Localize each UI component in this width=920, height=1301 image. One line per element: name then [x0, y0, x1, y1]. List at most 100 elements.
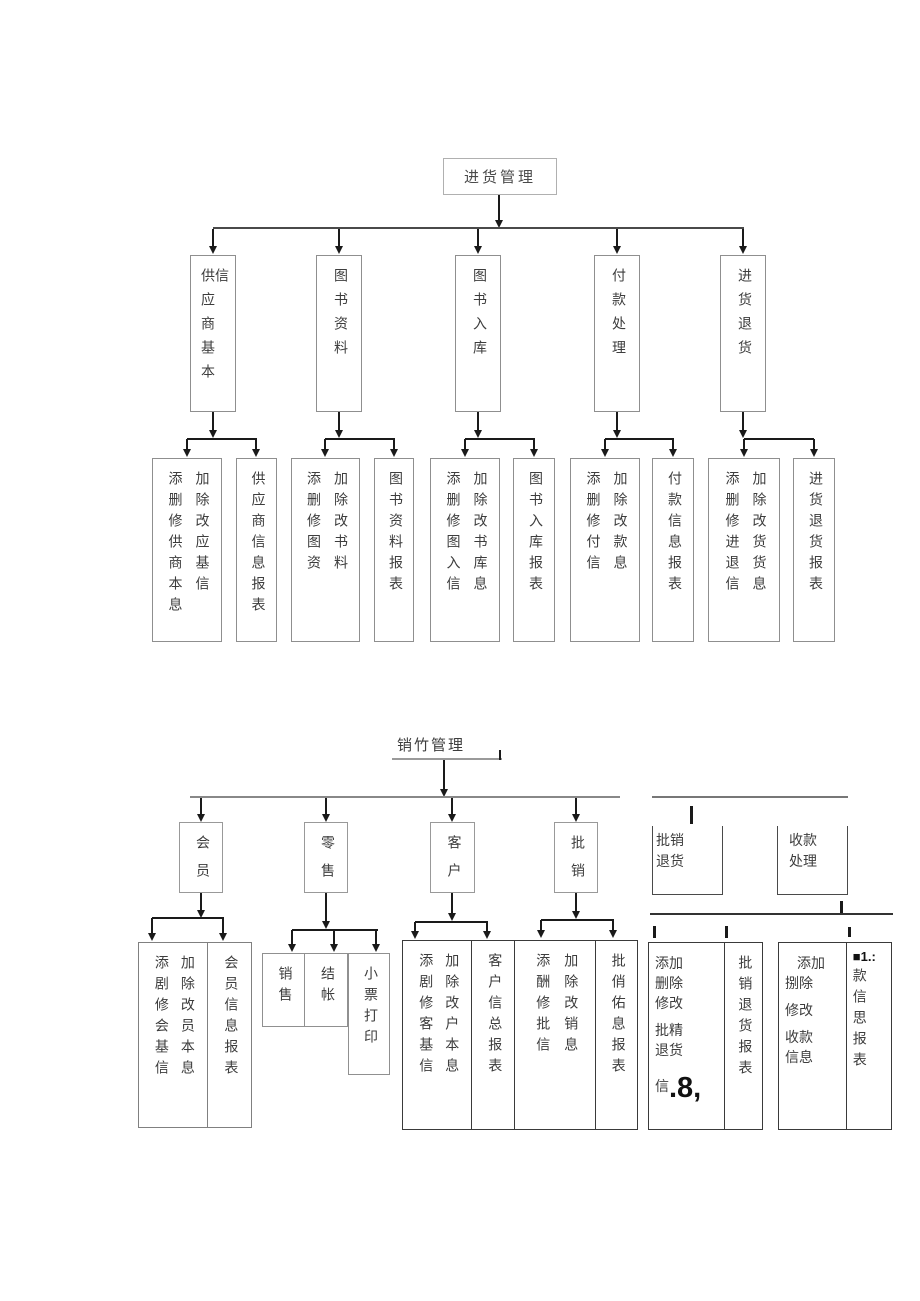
bracket-line	[292, 929, 378, 931]
node-supplier-info-report: 供应商信息报表	[236, 458, 277, 642]
bracket-line	[415, 921, 488, 923]
node-purchase-return: 进货退货	[720, 255, 766, 412]
arrow-down	[389, 439, 398, 457]
arrow-down	[208, 412, 217, 438]
node-add-del-mod-book-data: 添删修图资加除改书料	[291, 458, 360, 642]
bracket-line	[744, 438, 814, 440]
node-checkout: 结帐	[319, 966, 334, 1008]
arrow-down	[182, 439, 191, 457]
arrow-down	[529, 439, 538, 457]
arrow-down	[809, 439, 818, 457]
arrow-down	[208, 229, 217, 254]
arrow-down	[536, 920, 545, 938]
arrow-down	[612, 229, 621, 254]
line-tick	[840, 901, 843, 913]
arrow-down	[196, 798, 205, 822]
arrow-down	[473, 229, 482, 254]
arrow-down	[571, 798, 580, 822]
node-add-del-mod-member-info: 添剧修会基信加除改员本息	[139, 943, 208, 1127]
line-tick	[690, 806, 693, 824]
node-customer-info-report: 客户信总报表	[472, 941, 516, 1129]
arrow-down	[329, 930, 338, 952]
line-tick	[653, 926, 656, 938]
node-collection-processing: 收款 处理	[777, 826, 848, 895]
node-add-del-mod-customer-info: 添剧修客基信加除改户本息	[403, 941, 473, 1129]
node-payment-processing: 付款处理	[594, 255, 640, 412]
node-collection-info-report: ■1.: 款信思报表	[847, 943, 891, 1129]
connector-hline	[213, 227, 744, 229]
node-wholesale-return: 批销 退货	[652, 826, 723, 895]
bracket-line	[187, 438, 257, 440]
arrow-down	[321, 798, 330, 822]
arrow-down	[460, 439, 469, 457]
node-supplier-basic-info: 供应商基本信	[190, 255, 236, 412]
arrow-down	[321, 893, 330, 929]
arrow-down	[218, 918, 227, 941]
node-warehousing-report: 图书入库报表	[513, 458, 555, 642]
purchase-management-root-box: 进货管理	[443, 158, 557, 195]
connector-hline	[190, 796, 620, 798]
node-retail: 零售	[304, 822, 348, 893]
node-book-data-report: 图书资料报表	[374, 458, 414, 642]
arrow-down	[600, 439, 609, 457]
node-receipt-printing: 小票打印	[348, 953, 390, 1075]
arrow-down	[571, 893, 580, 919]
node-collection-children: 添加 捌除 修改 收款 信息 ■1.: 款信思报表	[778, 942, 892, 1130]
node-add-del-mod-collection-info: 添加 捌除 修改 收款 信息	[779, 943, 847, 1129]
arrow-down	[334, 229, 343, 254]
arrow-down	[447, 798, 456, 822]
arrow-down	[494, 195, 503, 228]
node-payment-info-report: 付款信息报表	[652, 458, 694, 642]
arrow-down	[196, 893, 205, 918]
node-member-children: 添剧修会基信加除改员本息 会员信息报表	[138, 942, 252, 1128]
garbled-text: 信.8,	[655, 1072, 702, 1104]
node-add-del-mod-payment-info: 添删修付信加除改款息	[570, 458, 640, 642]
arrow-down	[334, 412, 343, 438]
arrow-down	[439, 760, 448, 797]
node-wholesale-return-children: 添加 删除 修改 批精 退货 信.8, 批销退货报表	[648, 942, 763, 1130]
arrow-down	[738, 229, 747, 254]
arrow-down	[287, 930, 296, 952]
arrow-down	[668, 439, 677, 457]
node-return-report: 进货退货报表	[793, 458, 835, 642]
arrow-down	[371, 930, 380, 952]
bracket-line	[465, 438, 535, 440]
node-add-del-mod-wholesale-info: 添酬修批信加除改销息	[515, 941, 597, 1129]
connector-hline	[650, 913, 893, 915]
bracket-line	[152, 917, 224, 919]
node-add-del-mod-supplier-info: 添删修供商本息加除改应基信	[152, 458, 222, 642]
arrow-down	[738, 412, 747, 438]
node-wholesale: 批销	[554, 822, 598, 893]
node-customer: 客户	[430, 822, 475, 893]
arrow-down	[612, 412, 621, 438]
arrow-down	[410, 922, 419, 939]
arrow-down	[482, 922, 491, 939]
node-sales: 销售	[263, 954, 306, 1026]
arrow-down	[447, 893, 456, 921]
node-wholesale-return-report: 批销退货报表	[736, 955, 752, 1081]
node-customer-wholesale-children: 添剧修客基信加除改户本息 客户信总报表 添酬修批信加除改销息 批俏佑息报表	[402, 940, 638, 1130]
node-add-del-mod-warehousing-info: 添删修图入信加除改书库息	[430, 458, 500, 642]
node-retail-children: 销售 结帐	[262, 953, 348, 1027]
bracket-line	[541, 919, 614, 921]
line-tick	[848, 927, 851, 937]
node-member-info-report: 会员信息报表	[222, 955, 238, 1081]
bracket-line	[325, 438, 395, 440]
node-wholesale-info-report: 批俏佑息报表	[609, 953, 625, 1079]
arrow-down	[251, 439, 260, 457]
bracket-line	[605, 438, 674, 440]
line-tick	[499, 750, 501, 760]
sales-management-title: 销竹管理	[397, 738, 466, 754]
connector-hline	[652, 796, 848, 798]
node-member: 会员	[179, 822, 223, 893]
arrow-down	[147, 918, 156, 941]
node-add-del-mod-return-info: 添删修进退信加除改货货息	[708, 458, 780, 642]
arrow-down	[320, 439, 329, 457]
arrow-down	[473, 412, 482, 438]
arrow-down	[608, 920, 617, 938]
arrow-down	[739, 439, 748, 457]
purchase-management-title: 进货管理	[463, 170, 536, 186]
line-tick	[725, 926, 728, 938]
node-add-del-mod-wholesale-return-info: 添加 删除 修改 批精 退货 信.8,	[649, 943, 725, 1129]
